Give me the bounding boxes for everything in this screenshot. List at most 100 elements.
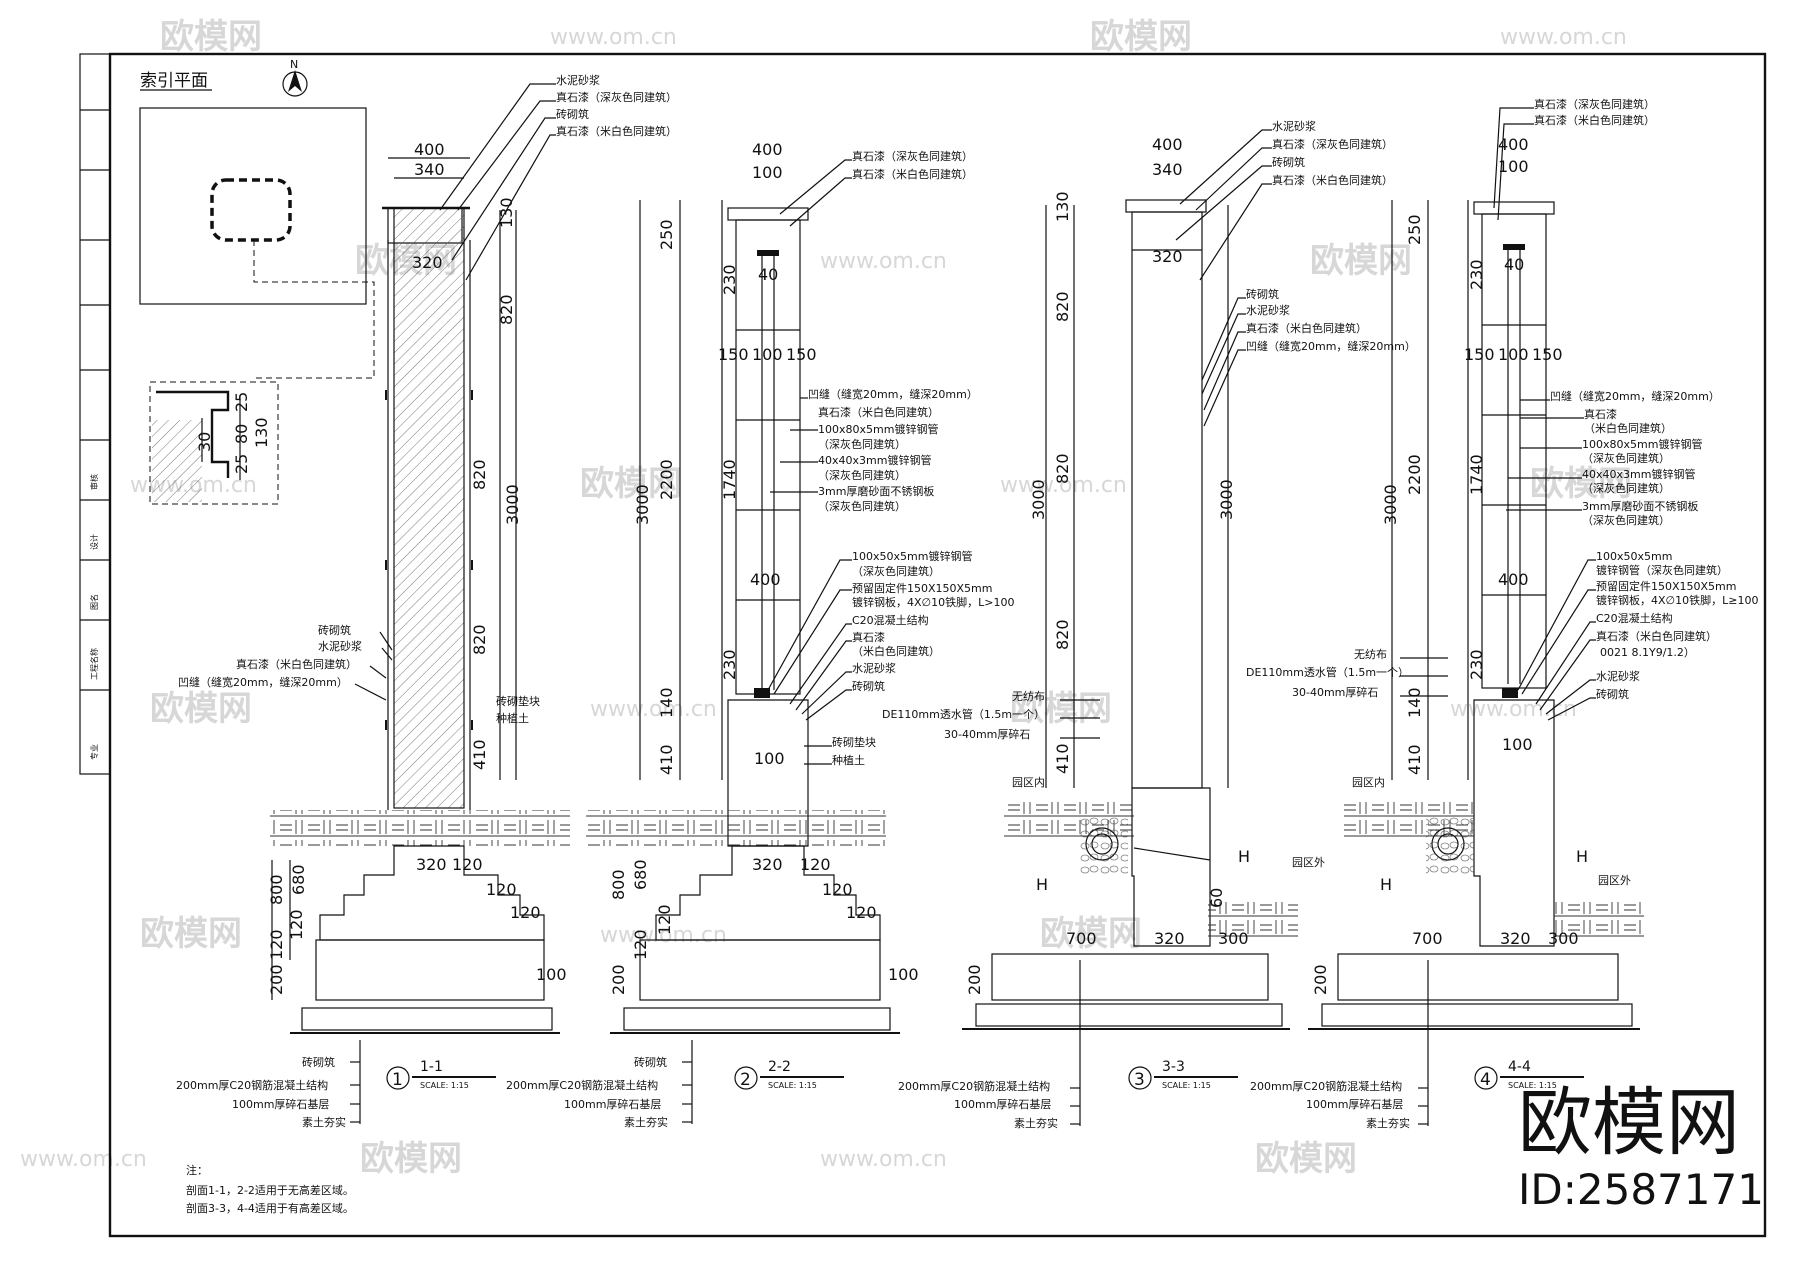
callout-label: DE110mm透水管（1.5m一个） [1246, 665, 1409, 679]
dim-label: 410 [1405, 744, 1424, 775]
section-title: 1-1 [420, 1059, 443, 1075]
dim-label: 120 [267, 929, 286, 960]
title-block-text: 专业 [89, 744, 99, 760]
callout-label: 真石漆（米白色同建筑） [1596, 629, 1717, 643]
watermark-url: www.om.cn [1500, 25, 1627, 50]
dim-label: 230 [1467, 649, 1486, 680]
callout-label: 100mm厚碎石基层 [232, 1097, 329, 1111]
dim-label: H [1036, 875, 1048, 894]
callout-label: 200mm厚C20钢筋混凝土结构 [506, 1078, 658, 1092]
dim-label: 320 [1500, 929, 1531, 948]
callout-label: 砖砌筑 [318, 623, 351, 637]
callout-label: 水泥砂浆 [556, 73, 600, 87]
callout-label: 砖砌筑 [1272, 155, 1305, 169]
callout-label: 3mm厚磨砂面不锈钢板 [818, 484, 934, 498]
model-id: ID:2587171 [1518, 1165, 1764, 1214]
callout-label: 100x50x5mm镀锌钢管 [852, 549, 972, 563]
callout-label: 真石漆 [852, 630, 885, 644]
dim-label: 100 [1498, 345, 1529, 364]
detail-dim: 25 [232, 392, 251, 412]
dim-label: 200 [1311, 964, 1330, 995]
callout-label: 凹缝（缝宽20mm，缝深20mm） [808, 387, 978, 401]
dim-label: 800 [609, 869, 628, 900]
dim-label: 400 [414, 140, 445, 159]
dim-label: 100 [888, 965, 919, 984]
dim-label: 120 [486, 880, 517, 899]
dim-label: 820 [1053, 619, 1072, 650]
callout-label: 砖砌垫块 [832, 735, 876, 749]
section-2-2: 400 100 40 150 100 150 400 250 230 1740 … [506, 140, 1014, 1129]
north-label: N [290, 58, 298, 71]
callout-label: 真石漆（深灰色同建筑） [852, 149, 973, 163]
watermark-url: www.om.cn [820, 249, 947, 274]
detail-dim: 30 [195, 432, 214, 452]
dim-label: 320 [1154, 929, 1185, 948]
callout-label: 200mm厚C20钢筋混凝土结构 [1250, 1079, 1402, 1093]
callout-label: 砖砌筑 [556, 107, 589, 121]
watermark-brand: 欧模网 [360, 1139, 462, 1179]
wall-footprint-outline [210, 178, 292, 242]
dim-label: 3000 [1217, 479, 1236, 520]
callout-label: 30-40mm厚碎石 [1292, 685, 1378, 699]
callout-label: （米白色同建筑） [852, 644, 940, 658]
callout-label: 真石漆（米白色同建筑） [556, 124, 677, 138]
dim-label: 400 [1498, 570, 1529, 589]
dim-label: 230 [720, 264, 739, 295]
callout-label: 水泥砂浆 [1246, 303, 1290, 317]
dim-label: 700 [1066, 929, 1097, 948]
dim-label: 120 [631, 929, 650, 960]
callout-label: 真石漆（米白色同建筑） [1272, 173, 1393, 187]
dim-label: 200 [267, 964, 286, 995]
title-block-text: 工程名称 [89, 648, 99, 680]
watermark-url: www.om.cn [550, 25, 677, 50]
section-scale: SCALE: 1:15 [768, 1081, 817, 1090]
callout-label: C20混凝土结构 [852, 613, 929, 627]
callout-label: 镀锌钢管（深灰色同建筑） [1596, 563, 1728, 577]
dim-label: 320 [416, 855, 447, 874]
watermark-brand: 欧模网 [1040, 914, 1142, 954]
callout-label: 水泥砂浆 [1272, 119, 1316, 133]
dim-label: 3000 [503, 484, 522, 525]
watermark-brand: 欧模网 [140, 914, 242, 954]
callout-label: 0021 8.1Y9/1.2） [1600, 646, 1695, 659]
dim-label: 100 [1502, 735, 1533, 754]
callout-label: （深灰色同建筑） [852, 564, 940, 578]
dim-label: 200 [609, 964, 628, 995]
dim-label: 100 [752, 163, 783, 182]
dim-label: 3000 [1029, 479, 1048, 520]
detail-dim: 80 [232, 424, 251, 444]
dim-label: 680 [631, 859, 650, 890]
callout-label: 砖砌筑 [302, 1055, 335, 1069]
dim-label: 120 [846, 903, 877, 922]
dim-label: 400 [752, 140, 783, 159]
watermark-brand: 欧模网 [1255, 1139, 1357, 1179]
callout-label: 园区外 [1598, 874, 1631, 887]
section-3-3: 400 340 320 130 820 820 820 3000 410 300… [882, 119, 1416, 1130]
dim-label: 340 [1152, 160, 1183, 179]
watermark-layer: 欧模网 www.om.cn 欧模网 www.om.cn 欧模网 www.om.c… [20, 17, 1632, 1179]
callout-label: 凹缝（缝宽20mm，缝深20mm） [178, 675, 348, 689]
detail-dim: 25 [232, 454, 251, 474]
callout-label: 素土夯实 [1014, 1116, 1058, 1130]
section-title: 2-2 [768, 1059, 791, 1075]
section-number-circle [1128, 1066, 1152, 1090]
dim-label: 140 [1405, 687, 1424, 718]
callout-label: 水泥砂浆 [852, 661, 896, 675]
section-4-4: 400 100 40 150 100 150 400 250 230 1740 … [1246, 97, 1758, 1130]
dim-label: H [1380, 875, 1392, 894]
callout-label: 3mm厚磨砂面不锈钢板 [1582, 499, 1698, 513]
callout-label: 100mm厚碎石基层 [564, 1097, 661, 1111]
title-block-text: 图名 [89, 594, 99, 610]
watermark-brand: 欧模网 [1310, 241, 1412, 281]
dim-label: 100 [536, 965, 567, 984]
watermark-url: www.om.cn [590, 697, 717, 722]
callout-label: 素土夯实 [624, 1115, 668, 1129]
dim-label: 200 [965, 964, 984, 995]
index-plan: 索引平面 N [139, 58, 375, 379]
watermark-url: www.om.cn [1450, 697, 1577, 722]
callout-label: 凹缝（缝宽20mm，缝深20mm） [1246, 339, 1416, 353]
section-number: 2 [740, 1070, 751, 1090]
dim-label: 2200 [657, 459, 676, 500]
section-number: 1 [392, 1070, 403, 1090]
